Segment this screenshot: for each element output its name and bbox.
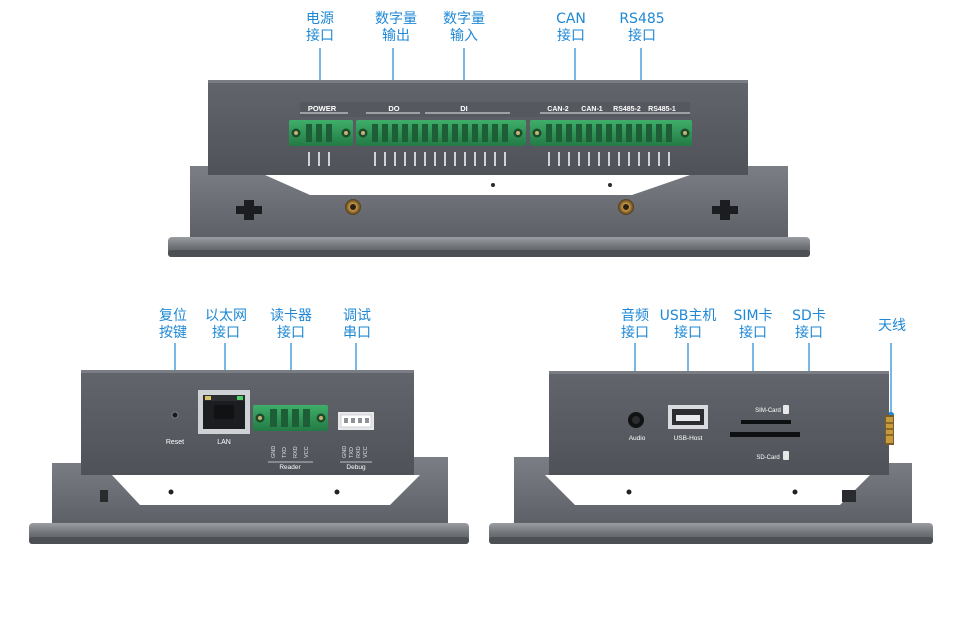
- label-rs4852: RS485-2: [613, 106, 641, 113]
- callout-line-1: 调试: [343, 308, 371, 324]
- label-do: DO: [388, 104, 399, 113]
- sim-card-slot[interactable]: [741, 420, 791, 424]
- callout-line-2: 接口: [557, 28, 585, 44]
- reset-button[interactable]: [171, 411, 179, 419]
- callout-line-1: 电源: [306, 11, 334, 27]
- usb-host-port[interactable]: [668, 405, 708, 429]
- terminal-block-power[interactable]: [289, 120, 353, 146]
- label-power: POWER: [308, 104, 337, 113]
- reader-pin-4: VCC: [304, 446, 310, 458]
- callout-line-1: 以太网: [205, 308, 247, 324]
- callout-sd: SD卡 接口: [786, 308, 832, 342]
- callout-lan: 以太网 接口: [198, 308, 254, 342]
- callout-line-2: 接口: [212, 325, 240, 341]
- pin-marks: [308, 152, 670, 166]
- label-can2: CAN-2: [547, 106, 568, 113]
- label-sim: SIM-Card: [755, 408, 781, 414]
- callout-sim: SIM卡 接口: [728, 308, 778, 342]
- label-debug: Debug: [346, 464, 366, 471]
- callout-line-2: 接口: [306, 28, 334, 44]
- left-panel: Reset LAN GND TXD RXD VCC Read: [29, 370, 469, 544]
- callout-di: 数字量 输入: [438, 11, 490, 45]
- callout-can: CAN 接口: [548, 11, 594, 45]
- debug-connector[interactable]: [338, 412, 374, 430]
- callout-line-1: SIM卡: [733, 308, 773, 324]
- label-can1: CAN-1: [581, 106, 602, 113]
- callout-reset: 复位 按键: [153, 308, 193, 342]
- callout-line-1: 数字量: [443, 11, 485, 27]
- reader-terminal[interactable]: [253, 405, 328, 431]
- right-panel: Audio USB-Host SIM-Card SD-Card: [489, 371, 933, 544]
- callout-do: 数字量 输出: [370, 11, 422, 45]
- antenna-connector[interactable]: [885, 415, 894, 445]
- terminal-block-can-rs485[interactable]: [530, 120, 692, 146]
- debug-pin-labels: GND TXD RXD VCC: [342, 446, 369, 458]
- top-panel: POWER DO DI CAN-2 CAN-1 RS485-2 RS485-1: [168, 80, 810, 257]
- mount-slot-left: [236, 200, 262, 220]
- callout-line-2: 串口: [343, 325, 371, 341]
- mount-slot-right: [712, 200, 738, 220]
- audio-jack[interactable]: [628, 412, 644, 428]
- callout-debug: 调试 串口: [337, 308, 377, 342]
- lan-port[interactable]: [198, 390, 250, 434]
- right-rear-face: [549, 371, 889, 475]
- callout-line-2: 接口: [628, 28, 656, 44]
- reader-pin-labels: GND TXD RXD VCC: [271, 446, 310, 458]
- callout-line-2: 按键: [159, 325, 187, 341]
- reader-pin-2: TXD: [282, 447, 288, 458]
- label-usb: USB-Host: [674, 435, 703, 442]
- callout-line-1: 读卡器: [270, 308, 312, 324]
- callout-line-2: 接口: [795, 325, 823, 341]
- callout-line-2: 接口: [674, 325, 702, 341]
- reader-pin-3: RXD: [293, 446, 299, 458]
- debug-pin-2: TXD: [349, 447, 355, 458]
- callout-line-1: CAN: [556, 11, 586, 27]
- callout-usb: USB主机 接口: [653, 308, 723, 342]
- sd-card-slot[interactable]: [730, 432, 800, 437]
- callout-line-1: 数字量: [375, 11, 417, 27]
- debug-pin-4: VCC: [363, 446, 369, 458]
- callout-line-2: 输入: [450, 28, 478, 44]
- label-audio: Audio: [629, 435, 646, 442]
- callout-line-1: 音频: [621, 308, 649, 324]
- right-bezel: [514, 457, 912, 526]
- callout-line-1: SD卡: [792, 308, 826, 324]
- callout-line-1: RS485: [619, 11, 665, 27]
- label-lan: LAN: [217, 439, 231, 446]
- callout-line-1: USB主机: [659, 308, 717, 324]
- label-sd: SD-Card: [756, 455, 779, 461]
- debug-pin-1: GND: [342, 446, 348, 458]
- left-bezel: [52, 457, 448, 526]
- label-reader: Reader: [279, 464, 301, 471]
- callout-audio: 音频 接口: [615, 308, 655, 342]
- top-bezel: [190, 166, 788, 240]
- callout-line-2: 输出: [382, 28, 410, 44]
- callout-line-2: 接口: [621, 325, 649, 341]
- callout-line-2: 接口: [739, 325, 767, 341]
- callout-line-1: 复位: [159, 308, 187, 324]
- label-rs4851: RS485-1: [648, 106, 676, 113]
- callout-power: 电源 接口: [300, 11, 340, 45]
- callout-reader: 读卡器 接口: [263, 308, 319, 342]
- callout-line-1: 天线: [878, 318, 906, 334]
- label-di: DI: [460, 104, 468, 113]
- label-reset: Reset: [166, 439, 184, 446]
- callout-line-2: 接口: [277, 325, 305, 341]
- reader-pin-1: GND: [271, 446, 277, 458]
- debug-pin-3: RXD: [356, 446, 362, 458]
- terminal-block-do-di[interactable]: [356, 120, 526, 146]
- callout-antenna: 天线: [872, 318, 912, 335]
- callout-rs485: RS485 接口: [613, 11, 671, 45]
